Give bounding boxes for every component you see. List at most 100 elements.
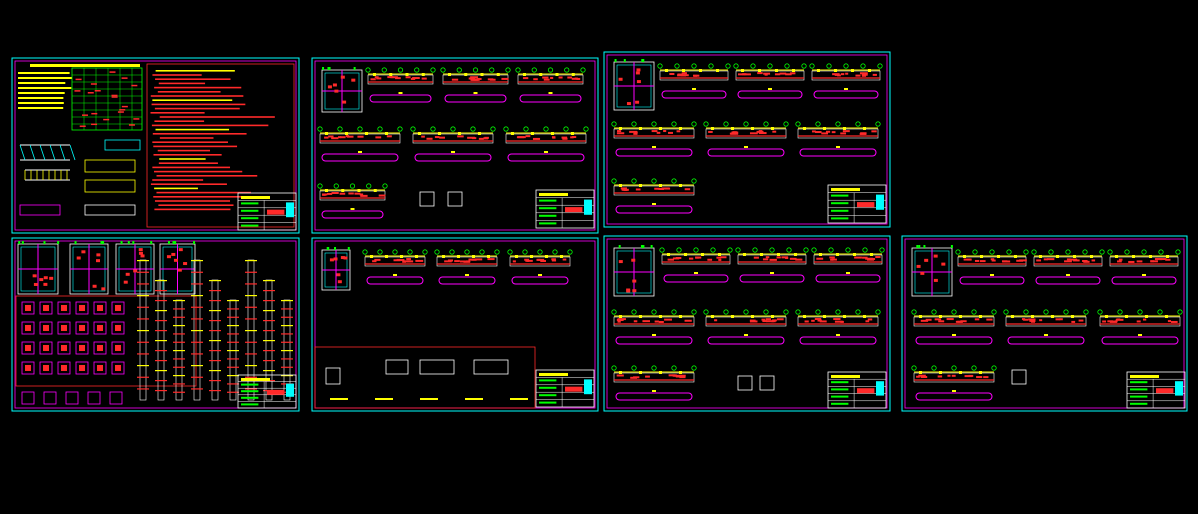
table-cell [103, 118, 110, 121]
table-cell [111, 96, 118, 98]
column-rebar [61, 305, 67, 311]
beam-body [913, 316, 995, 327]
bar-shape [511, 276, 569, 285]
rebar-mark [354, 192, 361, 195]
tie-mark [155, 300, 167, 302]
title-block [827, 371, 887, 409]
rebar-mark [963, 258, 971, 261]
rebar-mark [670, 72, 675, 75]
rebar-mark [833, 318, 841, 321]
grid-bubble [547, 67, 554, 73]
bar-shape [438, 276, 496, 285]
label-tick [389, 73, 393, 76]
rebar-mark [405, 76, 411, 79]
label-tick [853, 253, 856, 256]
rebar-mark [920, 319, 929, 322]
tie-mark [227, 350, 239, 352]
rebar-mark [689, 257, 694, 260]
rebar-mark [1091, 259, 1096, 262]
label-tick [385, 132, 388, 135]
beam-elevation [1003, 309, 1089, 345]
bar-label [770, 272, 774, 274]
note-line [152, 133, 247, 135]
note-line [159, 116, 275, 118]
beam-body [813, 254, 883, 265]
rebar-mark [537, 258, 541, 261]
label-tick [619, 371, 622, 374]
column-section [1011, 369, 1027, 385]
label-tick [1073, 255, 1076, 258]
grid-bubble [563, 126, 569, 132]
rebar-mark [471, 137, 477, 140]
dimension-mark [172, 241, 175, 244]
rebar-mark [397, 259, 405, 262]
tie-mark [281, 350, 293, 352]
rebar-mark [941, 262, 946, 266]
rebar-mark [667, 258, 674, 261]
rebar-mark [39, 278, 44, 282]
rebar-mark [804, 320, 809, 323]
title-field [539, 207, 557, 210]
grid-bubble [537, 249, 543, 255]
beam-elevation [911, 309, 997, 345]
dimension-mark [950, 245, 953, 248]
rebar-mark [991, 259, 996, 262]
note-line [150, 112, 205, 114]
section-label [510, 398, 528, 400]
rebar-mark [571, 136, 577, 139]
tie-mark [173, 383, 185, 385]
rebar-mark [814, 318, 822, 321]
grid-bubble [784, 63, 790, 69]
grid-bubble [691, 365, 697, 371]
label-tick [639, 315, 642, 318]
label-tick [1051, 315, 1054, 318]
bar-label [652, 203, 656, 205]
note-line [152, 99, 233, 101]
label-tick [792, 69, 795, 72]
rebar-mark [817, 319, 822, 322]
beam-body [797, 128, 879, 139]
label-tick [751, 127, 754, 130]
label-tick [442, 255, 445, 258]
dimension-mark [120, 241, 123, 244]
tie-mark [209, 310, 221, 312]
title-field [831, 209, 849, 212]
tie-mark [245, 376, 257, 378]
rebar-mark [772, 130, 777, 133]
rebar-mark [374, 258, 381, 261]
grid-bubble [1107, 249, 1113, 255]
plan-detail [613, 245, 655, 297]
tie-mark [245, 388, 257, 390]
rebar-mark [634, 131, 638, 134]
column-cross-section [57, 301, 71, 315]
grid-bubble [727, 247, 733, 253]
title-block [535, 369, 595, 408]
title-text [539, 193, 568, 196]
rebar-mark [679, 376, 686, 379]
rebar-mark [1170, 320, 1178, 323]
column-rebar [61, 325, 67, 331]
rebar-mark [329, 258, 334, 262]
grid-bubble [708, 63, 714, 69]
section-label [330, 398, 348, 400]
label-tick [478, 132, 481, 135]
spec-line [18, 72, 70, 74]
rebar-mark [351, 78, 356, 82]
column-rebar [97, 345, 103, 351]
rebar-mark [618, 260, 623, 264]
rebar-mark [871, 130, 877, 133]
tie-mark [227, 300, 239, 302]
label-tick [1071, 315, 1074, 318]
rebar-mark [707, 258, 713, 261]
plan-detail [115, 241, 155, 295]
rebar-mark [937, 375, 943, 378]
column-rebar [115, 365, 121, 371]
tie-mark [227, 358, 239, 360]
rebar-mark [360, 194, 368, 197]
bar-shape [799, 336, 877, 345]
tie-mark [209, 370, 221, 372]
bar-label [836, 146, 840, 148]
grid-bubble [651, 365, 657, 371]
tie-mark [263, 280, 275, 282]
